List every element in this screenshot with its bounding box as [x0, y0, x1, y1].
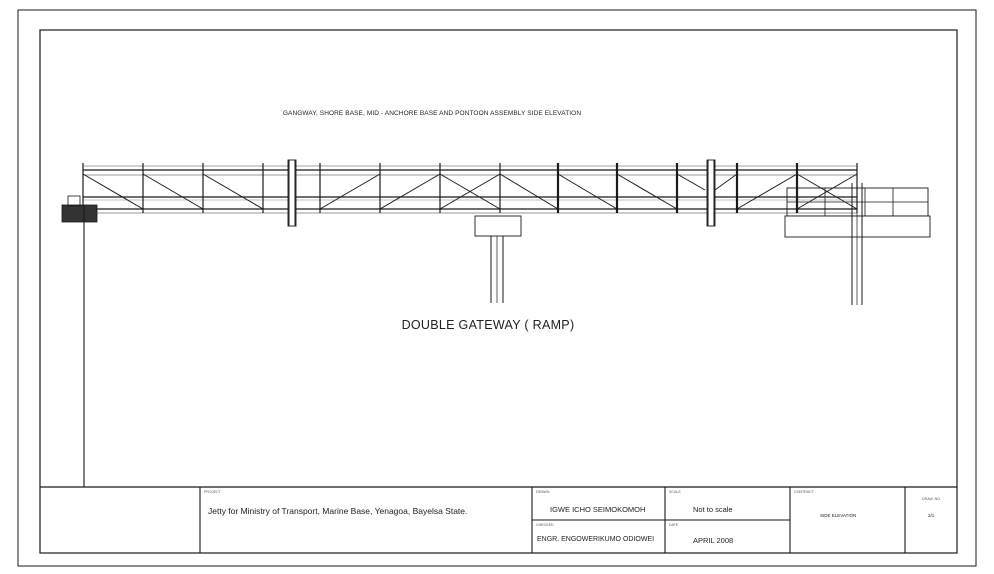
drawing-title: GANGWAY, SHORE BASE, MID - ANCHORE BASE …	[282, 110, 582, 117]
truss-diagonal	[142, 173, 204, 210]
truss-diagonal	[82, 173, 144, 210]
truss-diagonal	[319, 173, 381, 210]
shore-base-bracket	[67, 195, 81, 207]
break-gap	[287, 159, 297, 227]
truss-diagonal	[557, 173, 618, 210]
break-gap	[706, 159, 716, 227]
truss-diagonal	[616, 173, 678, 210]
shore-base-block	[61, 204, 98, 223]
drawing-no-value: 2/1	[928, 513, 935, 518]
contract-value: SIDE ELEVATION	[820, 513, 857, 518]
truss-diagonal	[499, 173, 559, 210]
truss-diagonal	[379, 173, 441, 210]
truss-diagonal	[439, 173, 501, 210]
truss-diagonal	[676, 173, 706, 191]
pontoon-hull	[784, 215, 931, 238]
truss-diagonal	[714, 173, 738, 191]
date-value: APRIL 2008	[693, 536, 734, 545]
checked-by: ENGR. ENGOWERIKUMO ODIOWEI	[537, 536, 655, 543]
truss-diagonal	[736, 173, 798, 210]
scale-label: SCALE	[669, 490, 681, 494]
project-name: Jetty for Ministry of Transport, Marine …	[208, 506, 468, 516]
drawing-no-label: DRAW. NO	[922, 497, 941, 501]
drawing-caption: DOUBLE GATEWAY ( RAMP)	[401, 318, 575, 332]
drawn-by: IGWE ICHO SEIMOKOMOH	[550, 505, 646, 514]
scale-value: Not to scale	[693, 505, 733, 514]
date-label: DATE	[669, 523, 679, 527]
drawing-frame	[39, 29, 958, 554]
mid-anchor-cap	[474, 215, 522, 237]
checked-label: CHECKED	[536, 523, 554, 527]
drawn-label: DRAWN	[536, 490, 550, 494]
contract-label: CONTRACT	[794, 490, 814, 494]
truss-diagonal	[202, 173, 264, 210]
truss-diagonal	[796, 173, 858, 210]
project-label: PROJECT	[204, 490, 221, 494]
sheet-border	[17, 9, 977, 567]
